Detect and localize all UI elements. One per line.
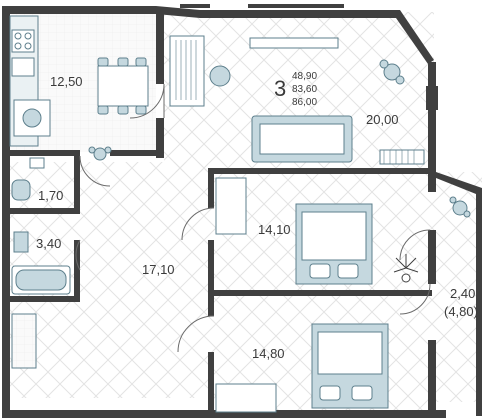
room-area-kitchen: 12,50 (50, 74, 83, 89)
bedroom-plant-icon (393, 254, 419, 283)
total-area-living: 48,90 (292, 71, 317, 82)
room-area-living: 20,00 (366, 112, 399, 127)
bedroom2-furniture (215, 323, 389, 413)
bathroom-furniture (11, 157, 71, 369)
balcony-plant-icon (449, 196, 471, 218)
totals-block: 3 48,90 83,60 86,00 (274, 71, 317, 108)
kitchen-furniture (9, 15, 149, 147)
room-area-balcony: 2,40 (450, 286, 475, 301)
doors (75, 83, 431, 353)
room-area-wc: 1,70 (38, 188, 63, 203)
room-area-hall: 17,10 (142, 262, 175, 277)
kitchen-plant-icon (88, 146, 112, 161)
room-area-bedroom1: 14,10 (258, 222, 291, 237)
room-area-bedroom2: 14,80 (252, 346, 285, 361)
rooms-count: 3 (274, 76, 286, 101)
room-area-bath: 3,40 (36, 236, 61, 251)
walls (2, 4, 482, 418)
living-plant-icon (379, 59, 405, 85)
total-area-total: 83,60 (292, 84, 317, 95)
room-area-balcony-full: (4,80) (444, 304, 478, 319)
bedroom1-furniture (215, 177, 373, 285)
living-furniture (169, 35, 425, 165)
total-area-with-balcony: 86,00 (292, 97, 317, 108)
room-labels: 12,50 20,00 1,70 3,40 17,10 14,10 14,80 … (36, 74, 478, 361)
